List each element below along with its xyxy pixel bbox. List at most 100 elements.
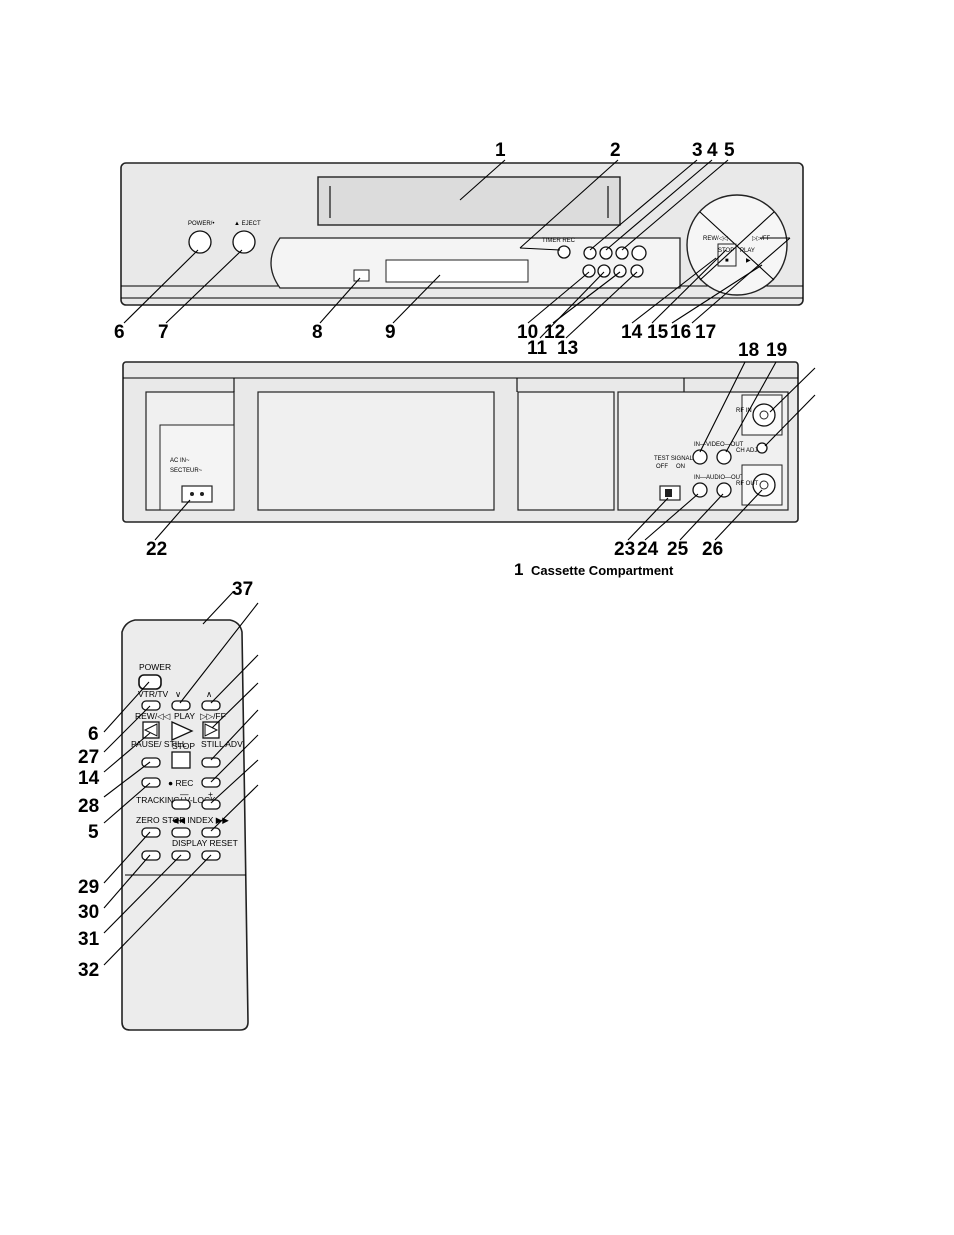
callout-13: 13 — [557, 338, 578, 359]
front-button-3[interactable] — [583, 246, 597, 260]
video-label: IN—VIDEO—OUT — [694, 442, 744, 448]
audio-out-jack[interactable] — [716, 482, 732, 498]
remote-still-adv-label: STILL ADV — [201, 739, 243, 749]
ac-socket[interactable] — [181, 485, 213, 503]
callout-29: 29 — [78, 877, 99, 898]
callout-30: 30 — [78, 902, 99, 923]
remote-ff-label: ▷▷/FF — [200, 711, 226, 721]
test-signal-label: TEST SIGNAL — [654, 456, 694, 462]
remote-vtr-tv-button[interactable] — [141, 700, 161, 711]
play-symbol: ▶ — [746, 258, 751, 264]
video-out-jack[interactable] — [716, 449, 732, 465]
stop-button[interactable] — [717, 243, 737, 267]
cassette-slot — [317, 176, 621, 226]
callout-14: 14 — [621, 322, 643, 343]
remote-index-right-button[interactable] — [201, 827, 221, 838]
remote-control: POWER VTR/TV ∨ ∧ REW/◁◁ PLAY ▷▷/FF PAUSE… — [121, 619, 249, 1031]
stop-symbol: ■ — [725, 258, 729, 264]
eject-button[interactable] — [232, 230, 256, 254]
caption-number: 1 — [514, 560, 523, 579]
callout-2: 2 — [610, 140, 621, 161]
timer-rec-button[interactable] — [557, 245, 571, 259]
rear-panel: AC IN~ SECTEUR~ TEST SIGNAL OFF ON IN—VI… — [122, 361, 799, 523]
callout-1: 1 — [495, 140, 506, 161]
callout-17: 17 — [695, 322, 716, 343]
remote-rec-label: ● REC — [168, 778, 193, 788]
front-callouts: 1 2 3 4 5 6 7 8 9 10 11 12 13 14 15 16 1… — [114, 140, 735, 359]
callout-19: 19 — [766, 340, 787, 361]
remote-play-label: PLAY — [174, 711, 195, 721]
front-button-4[interactable] — [599, 246, 613, 260]
callout-4: 4 — [707, 140, 718, 161]
rf-in-label: RF IN — [736, 408, 752, 414]
remote-rec-left-button[interactable] — [141, 777, 161, 788]
remote-plus-label: + — [208, 789, 213, 799]
display-window — [385, 259, 529, 283]
remote-pause-label: PAUSE/ STILL — [131, 739, 187, 749]
audio-in-jack[interactable] — [692, 482, 708, 498]
off-label: OFF — [656, 464, 668, 470]
remote-stop-button[interactable] — [171, 751, 191, 769]
remote-index-left-button[interactable] — [171, 827, 191, 838]
front-button-5b[interactable] — [631, 245, 647, 261]
remote-rew-label: REW/◁◁ — [135, 711, 171, 721]
callout-23: 23 — [614, 539, 635, 560]
remote-tracking-plus-button[interactable] — [201, 799, 221, 810]
callout-27: 27 — [78, 747, 99, 768]
on-label: ON — [676, 464, 685, 470]
stop-label: STOP — [718, 248, 734, 254]
callout-11: 11 — [527, 338, 548, 359]
power-button[interactable] — [188, 230, 212, 254]
remote-still-adv-button[interactable] — [201, 757, 221, 768]
ac-panel — [159, 424, 235, 511]
callout-14-remote: 14 — [78, 768, 100, 789]
ch-adj-label: CH ADJ. — [736, 448, 759, 454]
remote-power-button[interactable] — [138, 674, 162, 690]
callout-6-remote: 6 — [88, 724, 99, 745]
remote-power-label: POWER — [139, 662, 171, 672]
callout-7: 7 — [158, 322, 169, 343]
rear-leaders — [154, 361, 816, 541]
callout-12: 12 — [544, 322, 565, 343]
front-leaders — [123, 159, 791, 339]
callout-3: 3 — [692, 140, 703, 161]
remote-up-label: ∧ — [206, 689, 212, 699]
remote-up-button[interactable] — [201, 700, 221, 711]
callout-15: 15 — [647, 322, 669, 343]
callout-9: 9 — [385, 322, 396, 343]
ff-label: ▷▷/FF — [752, 236, 771, 242]
callout-26: 26 — [702, 539, 723, 560]
callout-5-remote: 5 — [88, 822, 99, 843]
caption: 1 Cassette Compartment — [514, 560, 674, 579]
remote-rec-right-button[interactable] — [201, 777, 221, 788]
caption-text: Cassette Compartment — [531, 563, 674, 578]
front-button-13[interactable] — [630, 264, 644, 278]
remote-vtr-tv-label: VTR/TV — [138, 689, 169, 699]
remote-ff-button[interactable] — [202, 721, 220, 739]
front-button-11[interactable] — [597, 264, 611, 278]
callout-25: 25 — [667, 539, 689, 560]
play-label: PLAY — [740, 248, 755, 254]
remote-leaders — [103, 591, 259, 966]
remote-display-reset-label: DISPLAY RESET — [172, 838, 238, 848]
remote-tracking-minus-button[interactable] — [171, 799, 191, 810]
remote-play-button[interactable] — [171, 720, 194, 742]
video-in-jack[interactable] — [692, 449, 708, 465]
callout-6: 6 — [114, 322, 125, 343]
remote-zero-stop-button[interactable] — [141, 827, 161, 838]
callout-5: 5 — [724, 140, 735, 161]
callout-8: 8 — [312, 322, 323, 343]
remote-rew-button[interactable] — [142, 721, 160, 739]
remote-button-29[interactable] — [141, 850, 161, 861]
remote-minus-label: — — [180, 789, 189, 799]
rear-callouts: 18 19 22 23 24 25 26 — [146, 340, 787, 560]
remote-stop-label: STOP — [172, 741, 195, 751]
ch-adj-knob[interactable] — [756, 442, 768, 454]
front-button-5a[interactable] — [615, 246, 629, 260]
rew-label: REW/◁◁ — [703, 236, 728, 242]
sensor-window — [353, 269, 370, 282]
front-panel: POWER/• ▲ EJECT TIMER REC REW/◁◁ ▷▷/FF S… — [120, 162, 804, 306]
callout-18: 18 — [738, 340, 759, 361]
audio-label: IN—AUDIO—OUT — [694, 475, 744, 481]
